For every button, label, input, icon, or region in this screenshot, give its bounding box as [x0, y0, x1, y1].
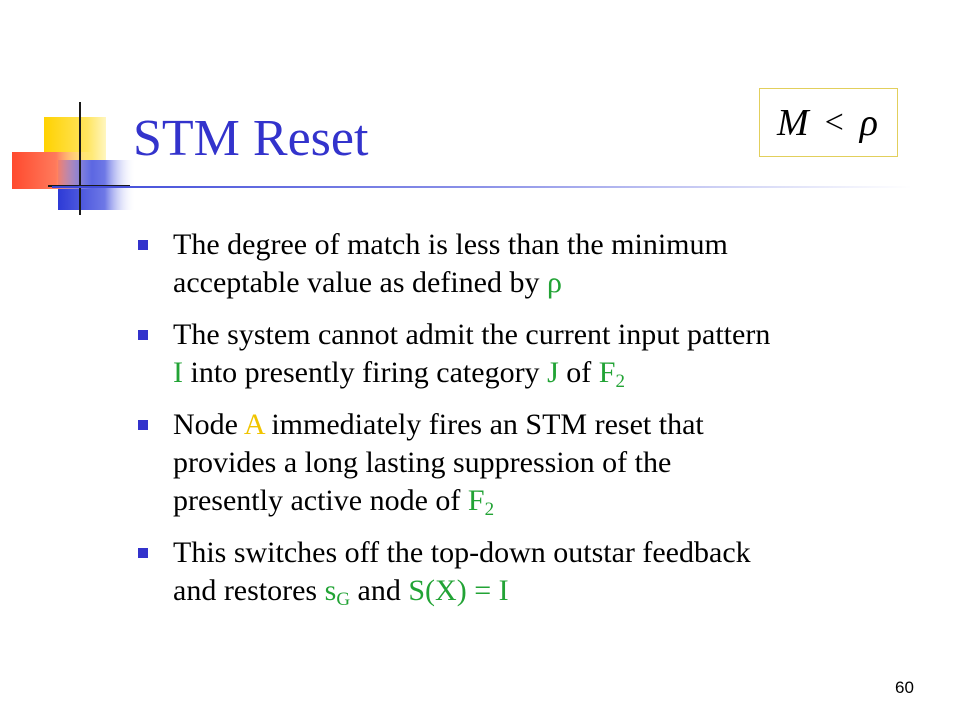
formula-operator: < [824, 103, 846, 141]
bullet-text: Node [173, 408, 244, 441]
signal-letter: s [324, 574, 337, 607]
bullet-text: provides a long lasting suppression of t… [173, 446, 672, 479]
bullet-text: acceptable value as defined by [173, 266, 547, 299]
bullet-text: and restores [173, 574, 325, 607]
field-letter: F [467, 484, 485, 517]
decorative-logo-icon [12, 102, 136, 215]
field-subscript: 2 [615, 371, 625, 392]
node-symbol: A [243, 408, 264, 441]
field-symbol: F2 [598, 356, 625, 392]
bullet-text: into presently firing category [183, 356, 548, 389]
input-pattern-symbol: I [173, 356, 183, 389]
slide-title: STM Reset [133, 110, 369, 167]
field-letter: F [598, 356, 616, 389]
formula: M < ρ [760, 89, 897, 156]
bullet-text: The degree of match is less than the min… [173, 228, 728, 261]
bullet-item: The degree of match is less than the min… [133, 226, 923, 302]
bullet-text: This switches off the top-down outstar f… [173, 536, 751, 569]
bullet-text: The system cannot admit the current inpu… [173, 318, 771, 351]
bullet-item: The system cannot admit the current inpu… [133, 316, 923, 392]
bullet-item: Node A immediately fires an STM reset th… [133, 406, 923, 520]
field-symbol: F2 [467, 484, 495, 520]
bullet-square-icon [138, 330, 148, 340]
signal-subscript: G [336, 589, 351, 610]
title-underline [52, 186, 912, 188]
bullet-square-icon [138, 420, 148, 430]
bullet-text: immediately fires an STM reset that [263, 408, 704, 441]
bullet-item: This switches off the top-down outstar f… [133, 534, 923, 610]
output-expression: S(X) = I [408, 574, 509, 607]
bullet-list: The degree of match is less than the min… [133, 226, 923, 624]
formula-box: M < ρ [759, 88, 898, 157]
bullet-text: presently active node of [173, 484, 468, 517]
category-symbol: J [547, 356, 559, 389]
signal-symbol: sG [324, 574, 351, 610]
bullet-square-icon [138, 548, 148, 558]
formula-rhs: ρ [859, 101, 881, 144]
bullet-square-icon [138, 240, 148, 250]
field-subscript: 2 [484, 499, 495, 520]
rho-symbol: ρ [546, 266, 562, 299]
formula-lhs: M [776, 101, 811, 144]
bullet-text: of [558, 356, 599, 389]
bullet-text: and [350, 574, 409, 607]
page-number: 60 [895, 678, 914, 697]
